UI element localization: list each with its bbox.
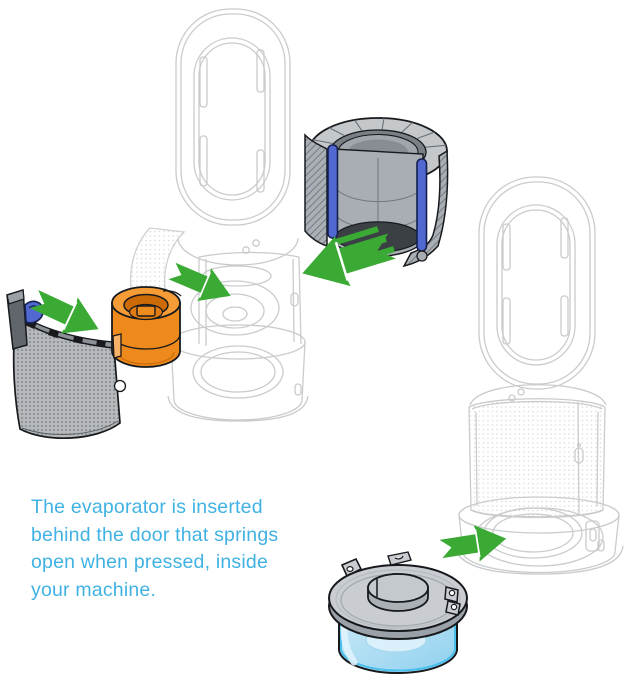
loop-amplifier-left xyxy=(175,8,291,226)
caption-text: The evaporator is inserted behind the do… xyxy=(31,496,279,602)
cutaway-ring-ticks xyxy=(313,118,447,148)
cutaway-seal-right xyxy=(416,158,428,252)
base-left xyxy=(167,324,309,422)
open-filter-bay xyxy=(190,251,302,346)
cutaway-seal-left xyxy=(327,144,339,239)
mesh-body-right xyxy=(468,398,606,519)
cutaway-right-wall xyxy=(402,149,449,268)
loop-amplifier-right xyxy=(478,176,596,390)
cutaway-left-flange xyxy=(304,133,328,248)
machine-right xyxy=(454,176,624,575)
insert-arrow-container xyxy=(437,519,510,569)
evaporator-tab xyxy=(112,333,122,359)
evaporator-container xyxy=(328,551,468,675)
evaporator-orange xyxy=(111,286,182,368)
shoulder-left xyxy=(177,237,299,266)
filter-cutaway xyxy=(304,117,449,268)
filter-notch xyxy=(113,379,127,393)
container-knob xyxy=(367,573,429,603)
evaporator-seat xyxy=(190,280,280,336)
